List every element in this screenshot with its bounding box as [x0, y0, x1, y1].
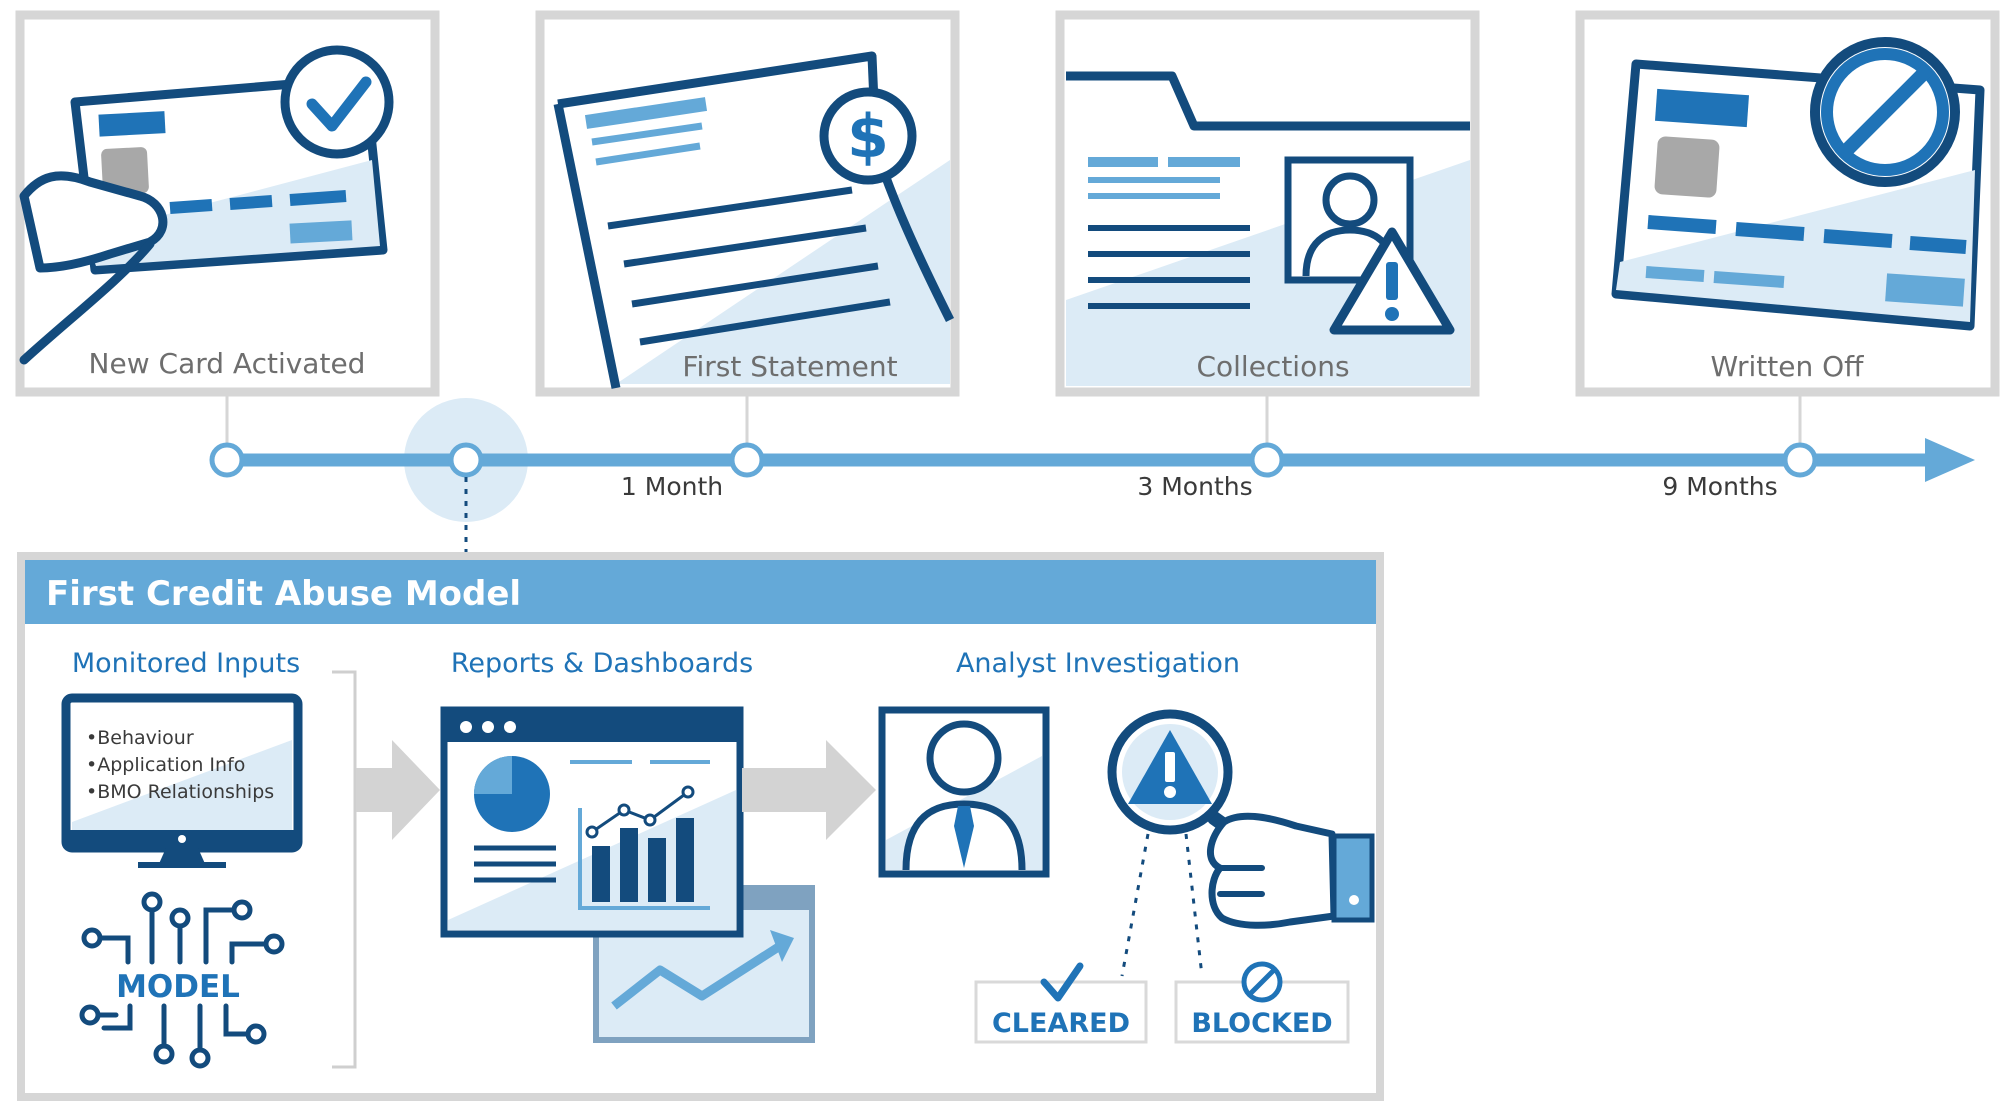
magnifier-icon — [1107, 709, 1263, 855]
analyst-icon — [878, 706, 1050, 878]
input-item: •Behaviour — [86, 727, 194, 749]
input-item: •BMO Relationships — [86, 781, 274, 803]
timeline-node-model — [448, 442, 484, 478]
folder-icon — [1066, 71, 1470, 309]
model-panel: First Credit Abuse Model Monitored Input… — [17, 552, 1384, 1101]
timeline-node — [1249, 442, 1285, 478]
circuit-icon — [79, 891, 285, 1069]
interval-label: 9 Months — [1662, 472, 1777, 501]
checkmark-icon — [1040, 962, 1084, 1002]
stage-label: New Card Activated — [89, 347, 366, 380]
outcome-connector — [1184, 833, 1204, 977]
statement-icon — [553, 51, 955, 389]
timeline-arrowhead — [1925, 438, 1975, 482]
interval-label: 1 Month — [621, 472, 723, 501]
checkmark-icon — [280, 45, 394, 159]
model-panel-title: First Credit Abuse Model — [46, 574, 521, 614]
stage-card-written-off: Written Off — [1575, 10, 2000, 397]
monitored-inputs-heading: Monitored Inputs — [72, 648, 300, 679]
interval-label: 3 Months — [1137, 472, 1252, 501]
dollar-icon: $ — [819, 87, 917, 185]
timeline-node — [729, 442, 765, 478]
stage-label: First Statement — [682, 350, 897, 383]
outcome-blocked: BLOCKED — [1174, 961, 1350, 1044]
inputs-bracket — [332, 670, 357, 1069]
outcome-cleared: CLEARED — [974, 962, 1148, 1044]
dashboard-icon — [440, 706, 744, 938]
flow-arrow — [742, 740, 876, 840]
model-panel-header — [25, 560, 1376, 624]
stage-card-first-statement: $ First Statement — [535, 10, 960, 397]
outcome-connector — [1120, 833, 1150, 977]
monitor-icon — [61, 693, 303, 868]
warning-icon — [1329, 227, 1455, 335]
timeline-node — [1782, 442, 1818, 478]
hand-icon — [19, 171, 168, 365]
hand-icon — [1207, 812, 1375, 929]
blocked-icon — [1241, 961, 1283, 1003]
analyst-heading: Analyst Investigation — [956, 648, 1240, 679]
blocked-icon — [1810, 37, 1960, 187]
timeline-node — [209, 442, 245, 478]
stage-card-collections: Collections — [1055, 10, 1480, 397]
model-label: MODEL — [116, 969, 240, 1005]
svg-text:$: $ — [847, 102, 889, 172]
outcome-label: BLOCKED — [1191, 1008, 1332, 1039]
outcome-label: CLEARED — [992, 1008, 1130, 1039]
stage-card-new-card: New Card Activated — [15, 10, 440, 397]
stage-label: Written Off — [1711, 350, 1865, 383]
timeline-axis: 1 Month 3 Months 9 Months — [209, 392, 1975, 555]
input-item: •Application Info — [86, 754, 245, 776]
flow-arrow — [356, 740, 440, 840]
reports-heading: Reports & Dashboards — [451, 648, 753, 679]
stage-label: Collections — [1196, 350, 1349, 383]
